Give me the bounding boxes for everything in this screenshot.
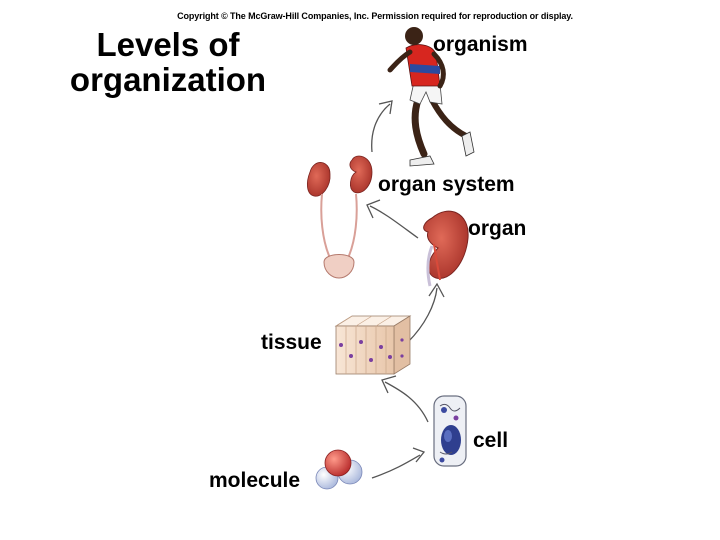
label-organism: organism	[433, 33, 528, 56]
tissue-icon	[334, 315, 412, 375]
arrow-organ-system-to-organism	[371, 100, 393, 153]
molecule-water-icon	[315, 449, 363, 490]
title-line-2: organization	[69, 61, 267, 98]
arrow-molecule-to-cell	[371, 447, 426, 479]
runner-organism-icon	[387, 27, 475, 167]
label-tissue: tissue	[261, 331, 322, 354]
urinary-system-icon	[306, 155, 373, 279]
label-organ: organ	[468, 217, 527, 240]
title-line-1: Levels of	[96, 26, 240, 63]
label-molecule: molecule	[209, 469, 301, 492]
copyright-notice: Copyright © The McGraw-Hill Companies, I…	[177, 11, 573, 21]
cell-icon	[433, 395, 467, 467]
label-cell: cell	[473, 429, 509, 452]
arrow-tissue-to-organ	[407, 282, 445, 343]
page-title: Levels of organization	[48, 27, 288, 97]
arrow-cell-to-tissue	[381, 375, 429, 423]
arrow-organ-to-organ-system	[366, 199, 419, 239]
label-organ-system: organ system	[378, 173, 515, 196]
kidney-organ-icon	[423, 210, 469, 287]
